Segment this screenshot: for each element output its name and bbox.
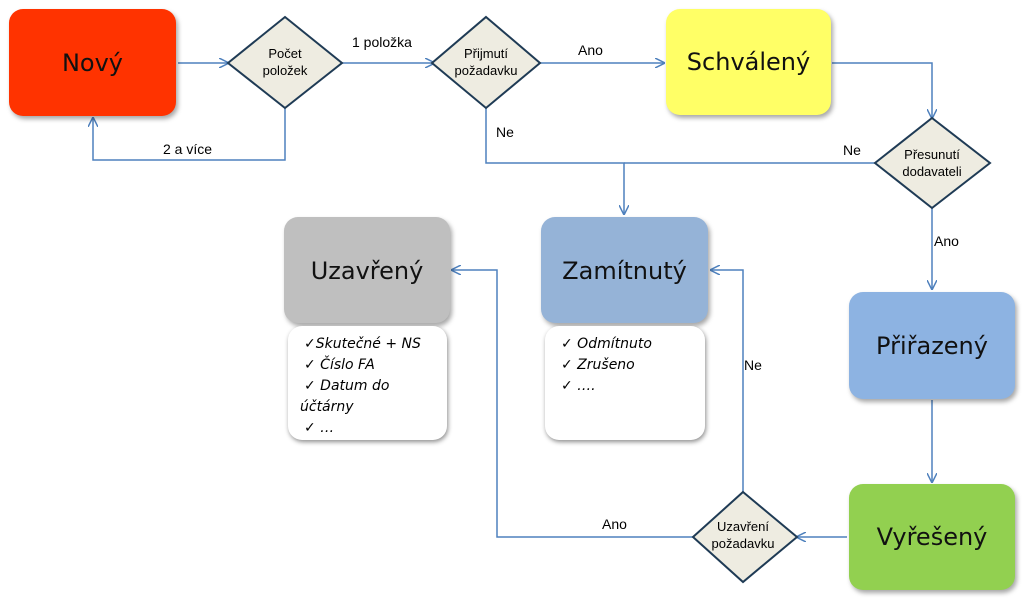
edge-label-two-more: 2 a více xyxy=(163,141,213,157)
edge-label-ne-presunuti: Ne xyxy=(843,142,861,158)
note-uzavreny-item: ✓Skutečné + NS xyxy=(304,336,421,352)
note-uzavreny-item: ✓ … xyxy=(304,420,335,436)
note-zamitnuty: ✓ Odmítnuto ✓ Zrušeno ✓ …. xyxy=(545,326,705,440)
decision-presunuti-line1: Přesunutí xyxy=(904,147,960,162)
decision-prijmuti-line1: Přijmutí xyxy=(463,46,509,61)
note-uzavreny: ✓Skutečné + NS ✓ Číslo FA ✓ Datum do účt… xyxy=(288,326,447,440)
state-schvaleny: Schválený xyxy=(666,9,831,115)
note-uzavreny-item: ✓ Číslo FA xyxy=(304,357,375,373)
state-uzavreny: Uzavřený xyxy=(284,217,450,323)
state-prirazeny: Přiřazený xyxy=(849,292,1015,399)
state-novy: Nový xyxy=(9,9,176,116)
connector-uzavreni-uzavreny xyxy=(452,270,693,538)
decision-uzavreni-label: Uzavření požadavku xyxy=(703,518,783,552)
state-zamitnuty: Zamítnutý xyxy=(541,217,708,323)
decision-uzavreni-line2: požadavku xyxy=(711,536,775,551)
decision-presunuti-label: Přesunutí dodavateli xyxy=(890,146,974,180)
note-zamitnuty-item: ✓ Odmítnuto xyxy=(561,336,652,352)
connector-prijmuti-zamitnuty xyxy=(485,108,624,214)
decision-pocet-line1: Počet xyxy=(268,46,302,61)
edge-label-ano-schvaleny: Ano xyxy=(578,42,603,58)
connector-uzavreni-zamitnuty xyxy=(711,270,744,492)
edge-label-one-item: 1 položka xyxy=(352,34,412,50)
edge-label-ne-uzavreni: Ne xyxy=(744,357,762,373)
decision-presunuti-line2: dodavateli xyxy=(902,164,962,179)
state-vyreseny: Vyřešený xyxy=(849,484,1015,590)
decision-prijmuti-line2: požadavku xyxy=(454,63,518,78)
decision-pocet-label: Počet položek xyxy=(250,45,320,79)
note-zamitnuty-item: ✓ Zrušeno xyxy=(561,357,635,373)
note-zamitnuty-item: ✓ …. xyxy=(561,378,596,394)
edge-label-ne-prijmuti: Ne xyxy=(496,124,514,140)
note-uzavreny-item: ✓ Datum do xyxy=(304,378,390,394)
decision-prijmuti-label: Přijmutí požadavku xyxy=(446,45,526,79)
decision-pocet-polozek xyxy=(226,15,344,110)
decision-prijmuti-pozadavku xyxy=(430,15,542,110)
edge-label-ano-uzavreni: Ano xyxy=(602,516,627,532)
note-uzavreny-item: účtárny xyxy=(300,399,354,415)
connector-schvaleny-presunuti xyxy=(832,62,932,118)
connector-pocet-novy xyxy=(93,108,286,161)
decision-uzavreni-pozadavku xyxy=(691,490,799,584)
decision-uzavreni-line1: Uzavření xyxy=(716,519,770,534)
decision-pocet-line2: položek xyxy=(262,63,308,78)
edge-label-ano-presunuti: Ano xyxy=(934,233,959,249)
decision-presunuti-dodavateli xyxy=(873,116,992,210)
